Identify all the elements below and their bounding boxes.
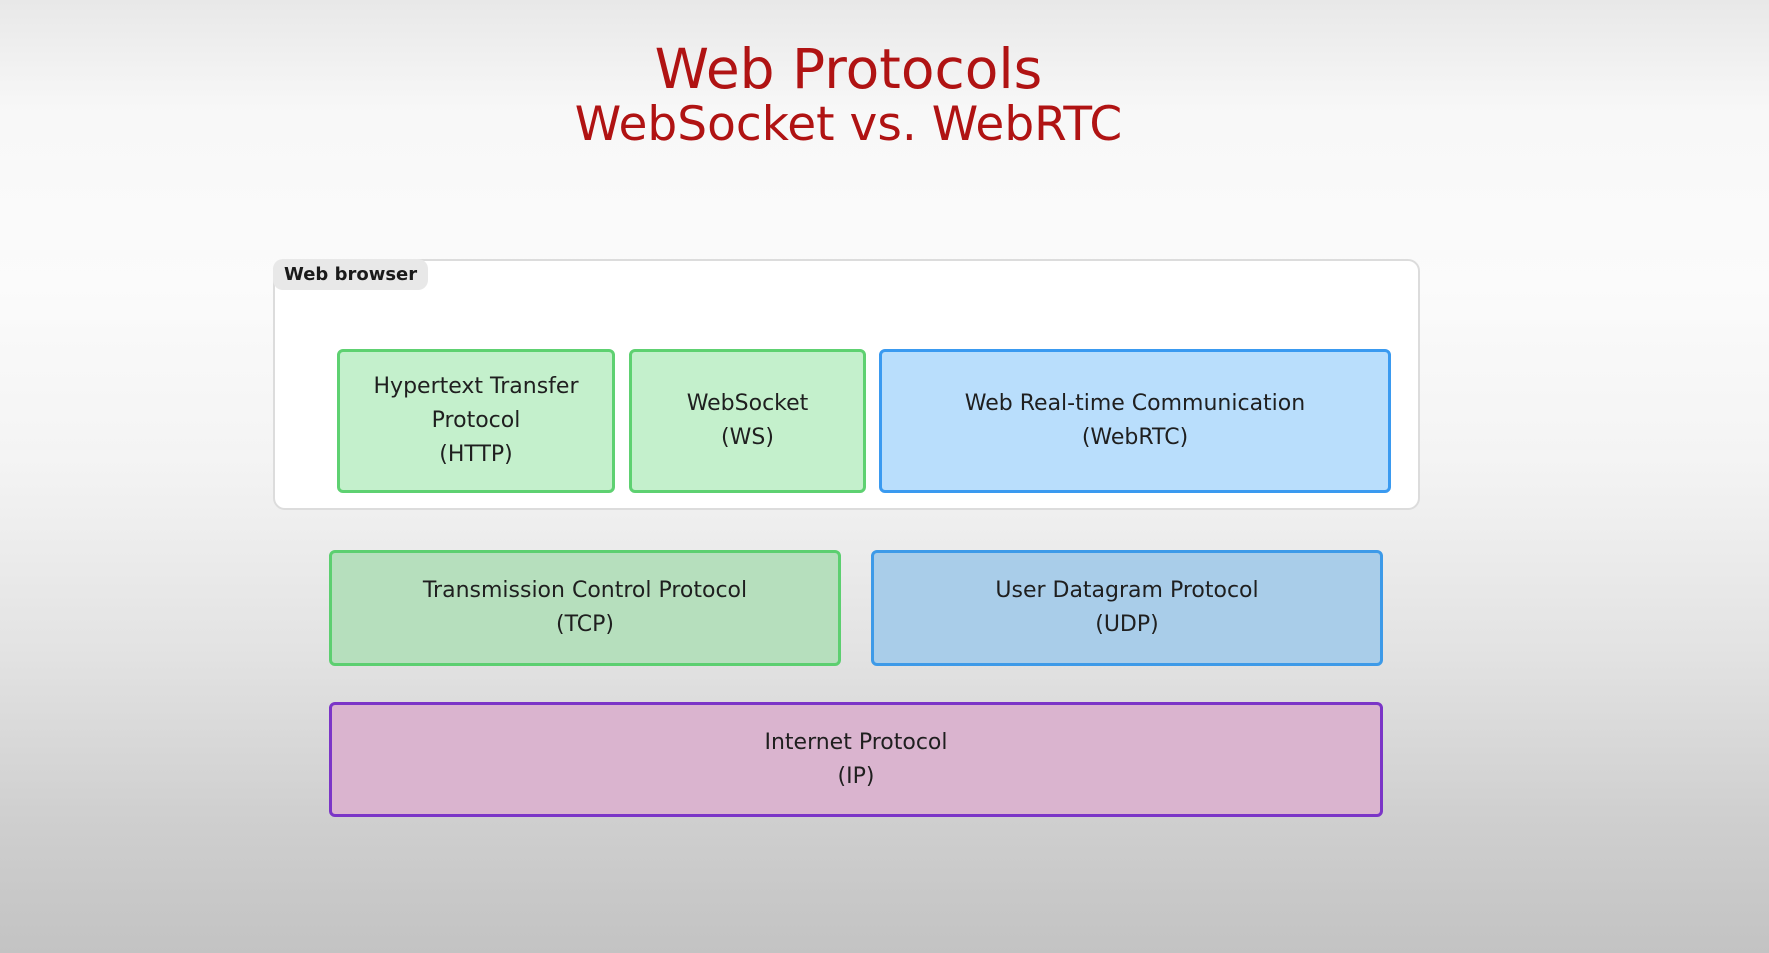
websocket-protocol-box: WebSocket (WS) <box>629 349 866 493</box>
web-browser-label: Web browser <box>273 259 429 290</box>
websocket-line-2: (WS) <box>721 425 774 450</box>
ip-line-2: (IP) <box>837 763 875 789</box>
websocket-line-1: WebSocket <box>686 391 809 416</box>
http-protocol-box: Hypertext Transfer Protocol (HTTP) <box>337 349 615 493</box>
http-line-1: Hypertext Transfer <box>373 374 579 399</box>
webrtc-line-1: Web Real-time Communication <box>964 391 1306 416</box>
udp-protocol-box: User Datagram Protocol (UDP) <box>871 550 1383 666</box>
page-subtitle: WebSocket vs. WebRTC <box>574 97 1123 152</box>
tcp-line-2: (TCP) <box>556 612 614 637</box>
webrtc-protocol-box: Web Real-time Communication (WebRTC) <box>879 349 1391 493</box>
tcp-line-1: Transmission Control Protocol <box>422 578 748 603</box>
tcp-protocol-box: Transmission Control Protocol (TCP) <box>329 550 841 666</box>
udp-line-2: (UDP) <box>1095 612 1159 637</box>
udp-line-1: User Datagram Protocol <box>995 578 1259 603</box>
ip-line-1: Internet Protocol <box>764 729 948 755</box>
webrtc-line-2: (WebRTC) <box>1081 425 1189 450</box>
ip-protocol-box: Internet Protocol (IP) <box>329 702 1383 817</box>
page-title: Web Protocols <box>654 37 1043 101</box>
http-line-2: Protocol <box>431 408 521 433</box>
http-line-3: (HTTP) <box>439 442 513 467</box>
